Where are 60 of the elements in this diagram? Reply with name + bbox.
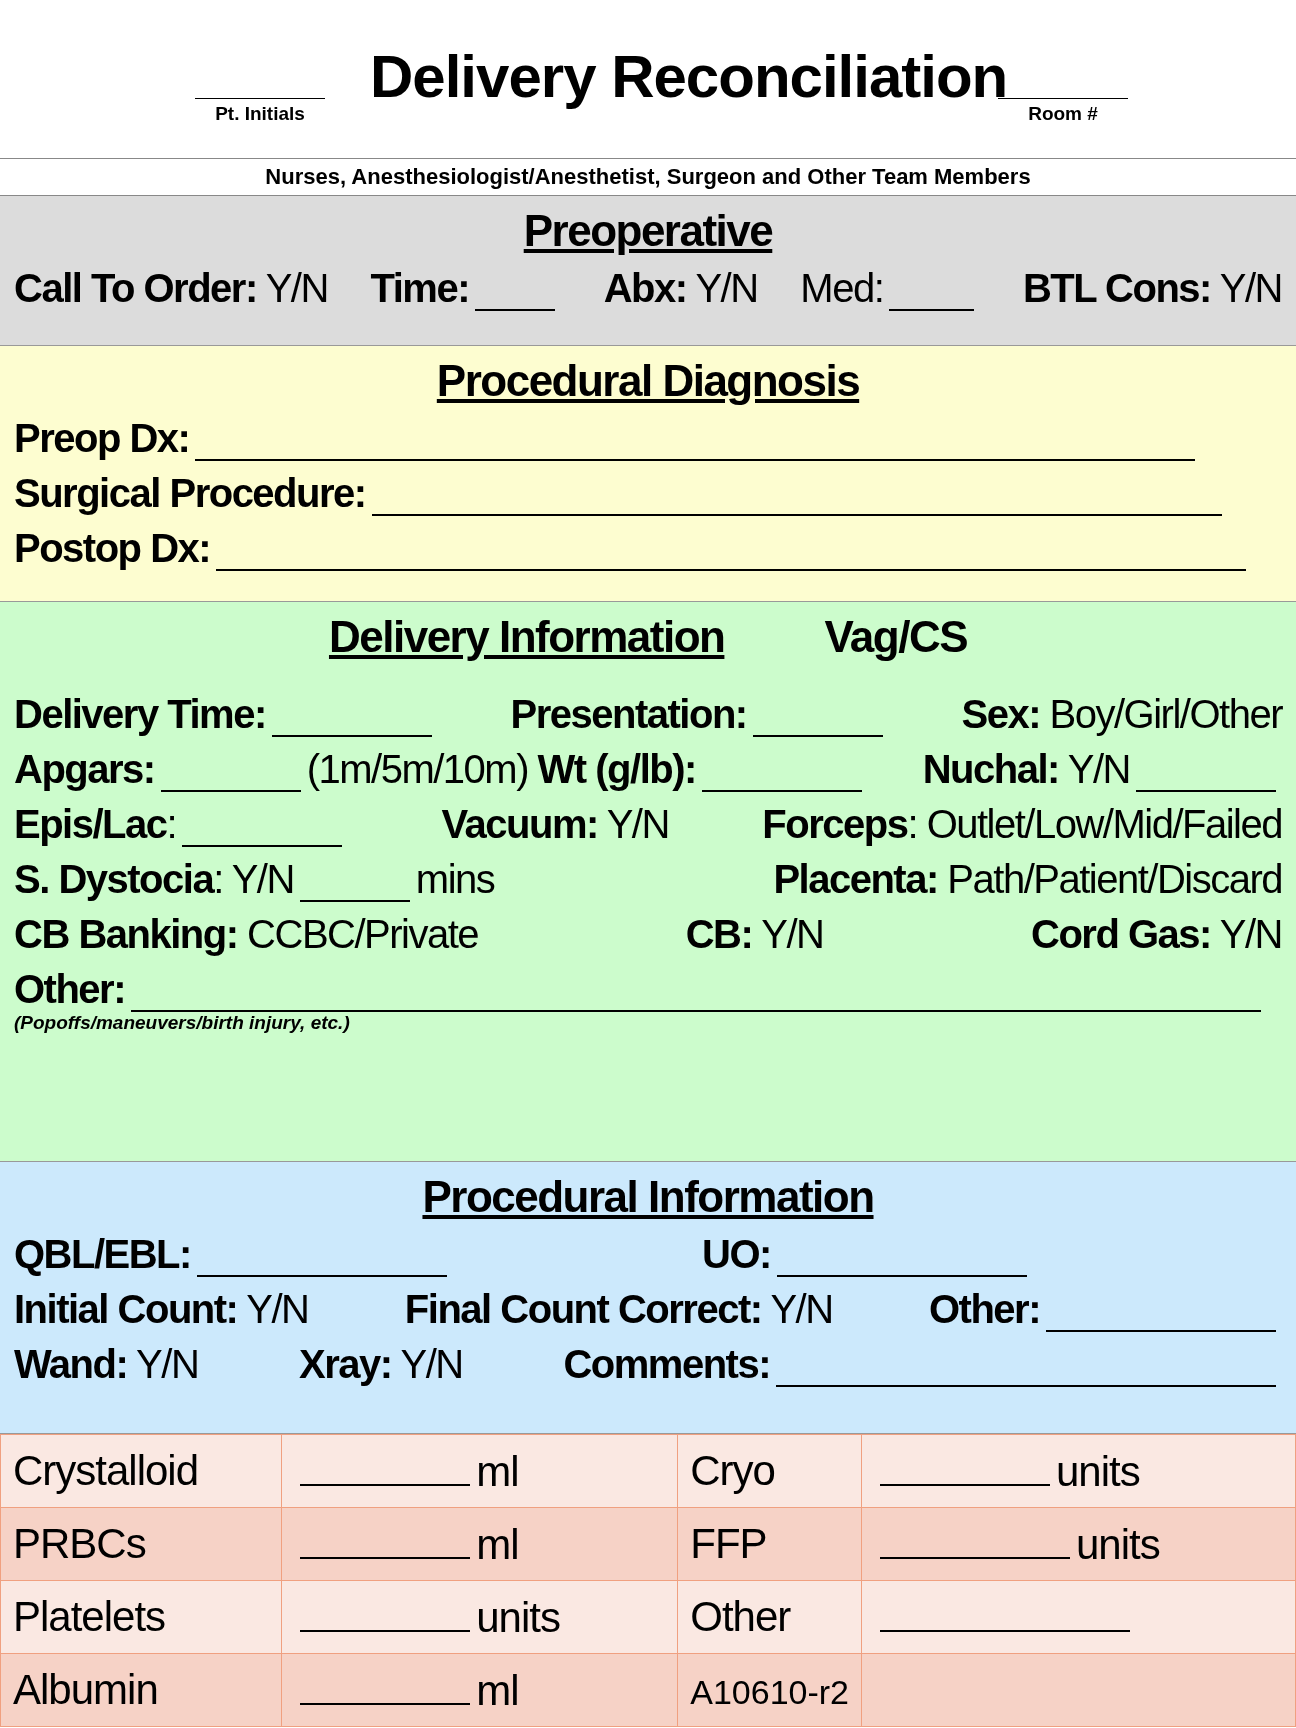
- field-label: CB Banking: CCBC/Private: [14, 912, 479, 957]
- field-label: Abx: Y/N: [603, 266, 758, 311]
- form-section: [0, 196, 1296, 346]
- table-text: ml: [476, 1448, 519, 1495]
- field-label: Final Count Correct: Y/N: [404, 1287, 833, 1332]
- field-label: S. Dystocia: Y/N: [14, 857, 294, 902]
- field-label: Wand: Y/N: [14, 1342, 199, 1387]
- field-label: Time:: [370, 266, 469, 311]
- form-section: [0, 602, 1296, 1162]
- subtitle: Nurses, Anesthesiologist/Anesthetist, Surgeon and Other Team Members: [265, 164, 1031, 189]
- table-text: A10610-r2: [690, 1673, 849, 1711]
- field-label: Nuchal: Y/N: [922, 747, 1130, 792]
- form-title: Delivery Reconciliation: [370, 42, 1008, 111]
- field-label: Vacuum: Y/N: [441, 802, 669, 847]
- field-label: Other:: [929, 1287, 1040, 1332]
- field-label: Cord Gas: Y/N: [1031, 912, 1282, 957]
- field-label: UO:: [702, 1232, 771, 1277]
- field-label: BTL Cons: Y/N: [1022, 266, 1282, 311]
- table-text: Platelets: [13, 1593, 166, 1640]
- field-label: Postop Dx:: [14, 526, 211, 571]
- field-label: Call To Order: Y/N: [14, 266, 328, 311]
- field-label: QBL/EBL:: [14, 1232, 191, 1277]
- field-label: Xray: Y/N: [299, 1342, 463, 1387]
- field-label: Forceps: Outlet/Low/Mid/Failed: [762, 802, 1282, 847]
- table-text: ml: [476, 1667, 519, 1714]
- field-label: Delivery Time:: [14, 692, 266, 737]
- field-label: Epis/Lac:: [14, 802, 177, 847]
- section-heading: Delivery Information: [328, 612, 725, 662]
- table-text: units: [476, 1594, 560, 1641]
- field-label: Presentation:: [510, 692, 747, 737]
- table-text: units: [1056, 1448, 1140, 1495]
- field-label: Vag/CS: [824, 612, 968, 662]
- note: (Popoffs/maneuvers/birth injury, etc.): [14, 1012, 350, 1033]
- field-label: Preop Dx:: [14, 416, 190, 461]
- field-label: Pt. Initials: [215, 103, 305, 125]
- field-label: Initial Count: Y/N: [14, 1287, 309, 1332]
- form-section: [0, 1162, 1296, 1434]
- table-text: units: [1076, 1521, 1160, 1568]
- field-label: Apgars:: [14, 747, 155, 792]
- table-text: PRBCs: [13, 1520, 146, 1567]
- field-label: CB: Y/N: [685, 912, 824, 957]
- field-label: Room #: [1028, 103, 1098, 125]
- table-text: Albumin: [13, 1666, 158, 1713]
- field-label: Other:: [14, 967, 125, 1012]
- field-label: (1m/5m/10m) Wt (g/lb):: [306, 747, 696, 792]
- table-text: ml: [476, 1521, 519, 1568]
- section-heading: Procedural Information: [422, 1172, 874, 1222]
- field-label: mins: [415, 857, 495, 902]
- table-text: Cryo: [690, 1447, 775, 1494]
- field-label: Surgical Procedure:: [14, 471, 366, 516]
- field-label: Med:: [800, 266, 884, 311]
- field-label: Comments:: [563, 1342, 770, 1387]
- field-label: Placenta: Path/Patient/Discard: [773, 857, 1282, 902]
- section-heading: Preoperative: [523, 206, 773, 256]
- section-heading: Procedural Diagnosis: [436, 356, 860, 406]
- table-text: FFP: [690, 1520, 767, 1567]
- field-label: Sex: Boy/Girl/Other: [961, 692, 1282, 737]
- table-text: Crystalloid: [13, 1447, 199, 1494]
- form-section: [0, 346, 1296, 602]
- table-text: Other: [690, 1593, 791, 1640]
